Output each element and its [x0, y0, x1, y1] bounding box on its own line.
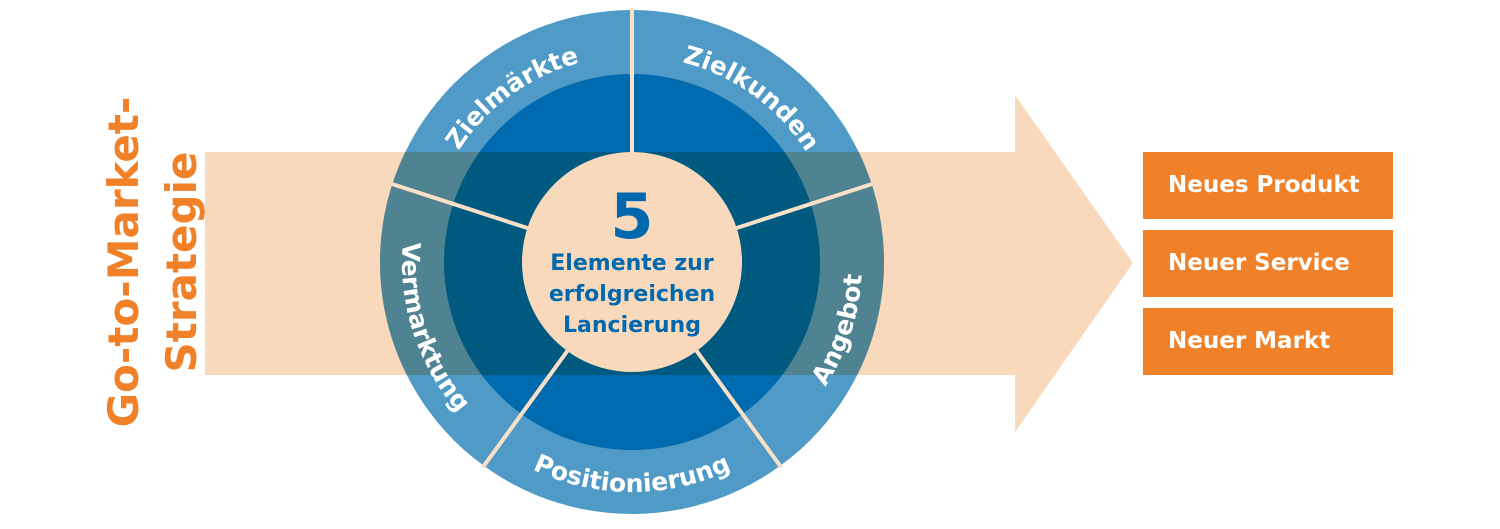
outcome-new-product: Neues Produkt	[1143, 152, 1393, 219]
side-title-line2: Strategie	[157, 152, 206, 373]
outcome-new-market: Neuer Markt	[1143, 308, 1393, 375]
center-line-2: erfolgreichen	[549, 282, 715, 307]
center-circle	[522, 152, 742, 372]
divider-line	[693, 348, 783, 469]
center-line-3: Lancierung	[563, 313, 701, 338]
element-wheel: 5 Elemente zur erfolgreichen Lancierung …	[380, 8, 884, 514]
side-title: Go-to-Market- Strategie	[99, 97, 206, 428]
segment-dividers	[389, 8, 875, 469]
divider-line	[481, 348, 571, 469]
divider-line	[734, 181, 875, 231]
side-title-line1: Go-to-Market-	[99, 97, 148, 428]
center-line-1: Elemente zur	[550, 251, 714, 276]
divider-line	[389, 181, 530, 231]
outcome-new-service: Neuer Service	[1143, 230, 1393, 297]
center-number: 5	[610, 180, 653, 253]
